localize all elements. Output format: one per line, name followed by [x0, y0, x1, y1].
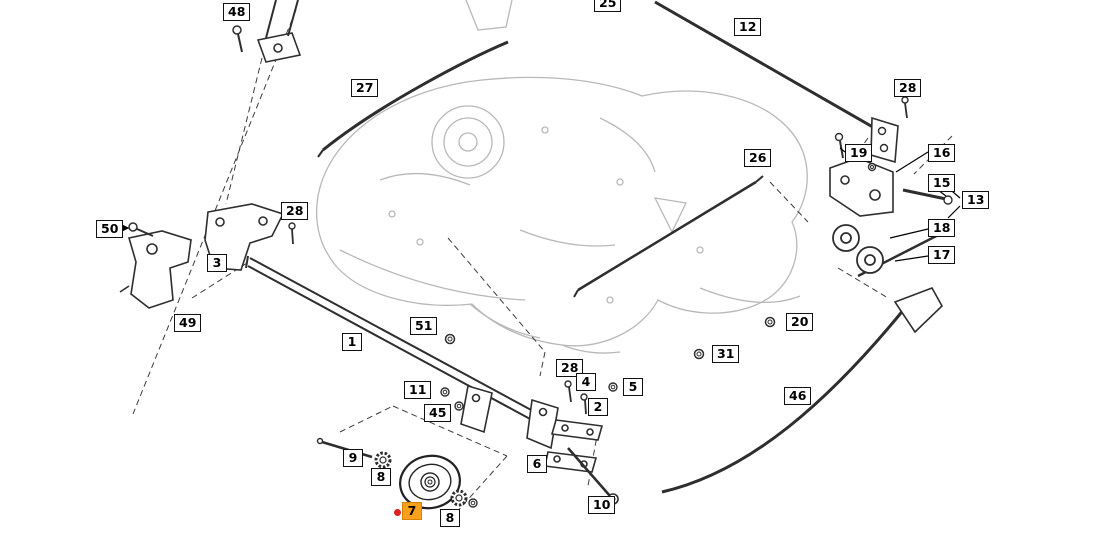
part-label-13[interactable]: 13: [962, 191, 990, 209]
gear-8-left: [374, 451, 392, 469]
bracket-49: [119, 230, 192, 309]
part-label-28-a[interactable]: 28: [894, 79, 922, 97]
part-label-5[interactable]: 5: [623, 378, 643, 396]
part-label-20[interactable]: 20: [786, 313, 814, 331]
leader-lines: [111, 147, 961, 262]
part-label-26[interactable]: 26: [744, 149, 772, 167]
part-label-16[interactable]: 16: [928, 144, 956, 162]
part-label-27[interactable]: 27: [351, 79, 379, 97]
hanger-48: [256, 0, 302, 63]
part-label-3[interactable]: 3: [207, 254, 227, 272]
deck-outline: [315, 0, 808, 354]
part-label-18[interactable]: 18: [928, 219, 956, 237]
gear-8-right: [450, 489, 478, 508]
part-7-marker-dot: [394, 509, 401, 516]
pin-15: [902, 188, 953, 205]
part-label-8-a[interactable]: 8: [371, 468, 391, 486]
brackets-2-6: [460, 384, 604, 473]
part-label-49[interactable]: 49: [174, 314, 202, 332]
arm-46: [661, 224, 955, 494]
part-label-48[interactable]: 48: [223, 3, 251, 21]
part-label-8-b[interactable]: 8: [440, 509, 460, 527]
part-label-9[interactable]: 9: [343, 449, 363, 467]
part-label-4[interactable]: 4: [576, 373, 596, 391]
part-label-19[interactable]: 19: [845, 144, 873, 162]
part-label-6[interactable]: 6: [527, 455, 547, 473]
fasteners: [128, 25, 909, 415]
bushings-17-18: [832, 224, 884, 274]
part-label-25[interactable]: 25: [594, 0, 622, 12]
part-label-50[interactable]: 50: [96, 220, 124, 238]
part-label-28-b[interactable]: 28: [281, 202, 309, 220]
part-label-1[interactable]: 1: [342, 333, 362, 351]
part-label-28-c[interactable]: 28: [556, 359, 584, 377]
part-label-45[interactable]: 45: [424, 404, 452, 422]
lift-arm-1: [245, 255, 547, 427]
part-label-17[interactable]: 17: [928, 246, 956, 264]
part-label-15[interactable]: 15: [928, 174, 956, 192]
part-label-12[interactable]: 12: [734, 18, 762, 36]
rod-12: [654, 0, 899, 164]
wheel-7: [399, 454, 461, 510]
part-label-10[interactable]: 10: [588, 496, 616, 514]
bracket-16: [829, 157, 894, 217]
part-label-2[interactable]: 2: [588, 398, 608, 416]
part-label-7-highlighted[interactable]: 7: [402, 502, 422, 520]
rod-26: [573, 175, 764, 298]
rod-27: [317, 40, 509, 158]
part-label-11[interactable]: 11: [404, 381, 432, 399]
part-label-51[interactable]: 51: [410, 317, 438, 335]
part-label-46[interactable]: 46: [784, 387, 812, 405]
part-label-31[interactable]: 31: [712, 345, 740, 363]
bracket-3: [204, 203, 285, 271]
